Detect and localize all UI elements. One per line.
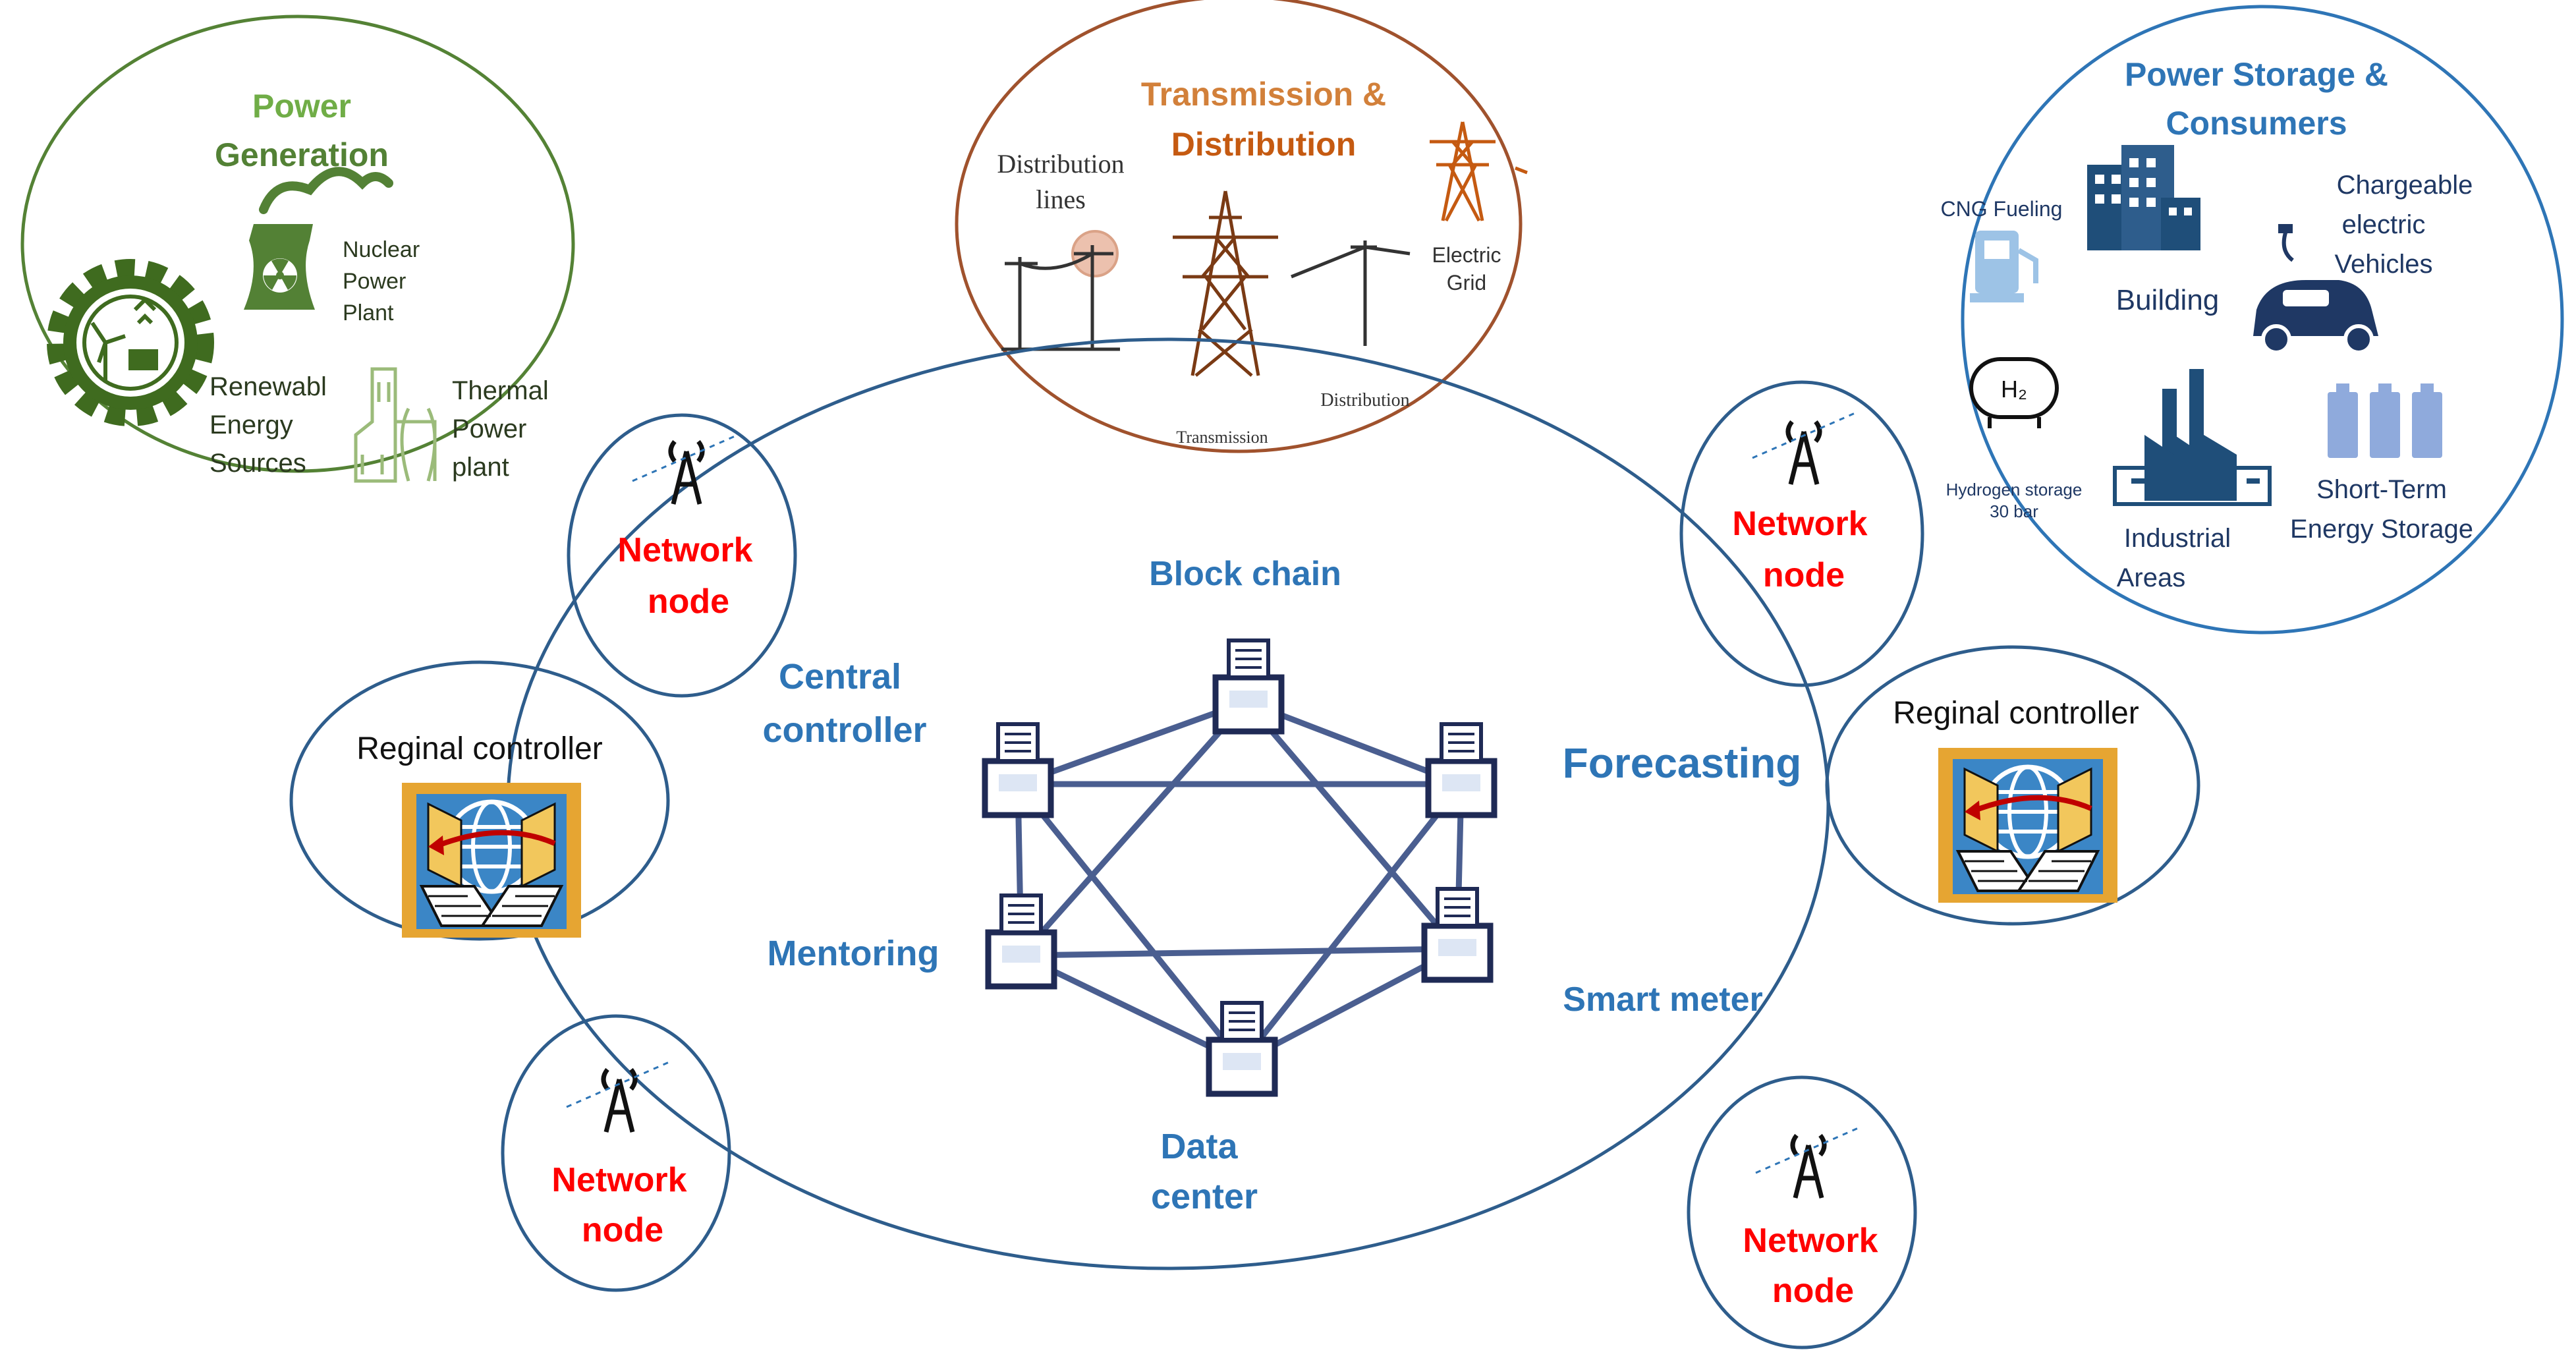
- industrial-label-1: Industrial: [2124, 524, 2231, 553]
- network-node-4: Network node: [1687, 1075, 1917, 1349]
- electric-grid-label-1: Electric: [1432, 243, 1501, 267]
- data-center-label-2: center: [1151, 1177, 1258, 1216]
- smart-meter-label: Smart meter: [1563, 980, 1762, 1019]
- nuclear-plant-icon: [244, 167, 393, 310]
- blockchain-node-upper-left: [982, 722, 1054, 818]
- computer-network-icon: [1938, 748, 2117, 903]
- ev-label-1: Chargeable: [2337, 171, 2473, 200]
- hydrogen-label-2: 30 bar: [1990, 501, 2038, 521]
- thermal-plant-icon: [354, 367, 437, 483]
- network-node-label-2: node: [1772, 1272, 1854, 1310]
- storage-title-2: Consumers: [2166, 105, 2347, 142]
- forecasting-label: Forecasting: [1563, 739, 1802, 787]
- transmission-title-2: Distribution: [1171, 126, 1357, 163]
- blockchain-node-lower-left: [985, 893, 1057, 990]
- network-node-label-1: Network: [551, 1161, 686, 1199]
- nuclear-label-1: Nuclear: [343, 237, 420, 262]
- storage-title: Power Storage &: [2125, 56, 2388, 93]
- network-node-label-2: node: [1763, 556, 1845, 594]
- power-generation-circle: [20, 14, 575, 473]
- antenna-icon: [566, 1060, 673, 1133]
- network-node-circle: [501, 1014, 731, 1292]
- hydrogen-label-1: Hydrogen storage: [1946, 480, 2083, 499]
- blockchain-node-top: [1212, 638, 1285, 735]
- regional-controller-right: Reginal controller: [1825, 645, 2200, 926]
- power-generation-title-2: Generation: [215, 136, 389, 173]
- renewable-label-1: Renewabl: [210, 372, 327, 401]
- transmission-group: Transmission & Distribution Distribution…: [955, 0, 1528, 453]
- data-center-label-1: Data: [1160, 1127, 1238, 1166]
- thermal-label-2: Power: [452, 414, 526, 443]
- antenna-icon: [1752, 411, 1859, 485]
- renewable-label-2: Energy: [210, 411, 293, 439]
- regional-controller-label: Reginal controller: [1893, 696, 2139, 731]
- electric-vehicle-icon: [2253, 224, 2378, 354]
- network-node-label-1: Network: [617, 531, 752, 569]
- electric-grid-label-2: Grid: [1447, 271, 1486, 295]
- power-generation-group: Power Generation Nuclear Power Plant Ren…: [20, 14, 575, 483]
- distribution-small-pole-icon: [1291, 241, 1411, 346]
- cng-label: CNG Fueling: [1941, 197, 2063, 221]
- network-node-label-2: node: [582, 1211, 663, 1249]
- distribution-lines-label-1: Distribution: [997, 149, 1124, 179]
- building-label: Building: [2116, 284, 2220, 316]
- short-term-label-1: Short-Term: [2316, 475, 2447, 504]
- central-controller-label-2: controller: [762, 710, 926, 750]
- storage-group: Power Storage & Consumers CNG Fueling Bu…: [1941, 5, 2564, 635]
- network-node-label-2: node: [648, 582, 729, 621]
- regional-controller-circle: [1825, 645, 2200, 926]
- building-icon: [2087, 145, 2200, 250]
- network-node-circle: [1687, 1075, 1917, 1349]
- industrial-icon: [2113, 369, 2272, 506]
- thermal-label-3: plant: [452, 453, 509, 482]
- transmission-tower-icon: [1173, 190, 1278, 377]
- electric-grid-icon: [1430, 121, 1528, 222]
- network-node-3: Network node: [501, 1014, 731, 1292]
- distribution-lines-label-2: lines: [1036, 184, 1086, 214]
- cng-fueling-icon: [1970, 231, 2038, 302]
- regional-controller-circle: [289, 660, 670, 941]
- network-node-1: Network node: [567, 413, 797, 698]
- ev-label-2: electric: [2342, 210, 2426, 239]
- nuclear-label-3: Plant: [343, 300, 394, 326]
- transmission-circle: [955, 0, 1523, 453]
- renewable-gear-icon: [47, 259, 214, 426]
- regional-controller-label: Reginal controller: [356, 731, 603, 766]
- distribution-pole-icon: [1001, 230, 1120, 351]
- block-chain-label: Block chain: [1149, 555, 1341, 593]
- renewable-label-3: Sources: [210, 449, 306, 478]
- power-generation-title: Power: [252, 88, 351, 125]
- network-node-circle: [567, 413, 797, 698]
- industrial-label-2: Areas: [2117, 563, 2186, 592]
- hydrogen-tank-icon: [1969, 357, 2059, 428]
- short-term-label-2: Energy Storage: [2290, 515, 2473, 544]
- network-node-2: Network node: [1679, 380, 1924, 687]
- storage-circle: [1961, 5, 2564, 635]
- antenna-icon: [1755, 1125, 1862, 1199]
- network-node-label-1: Network: [1732, 505, 1867, 543]
- central-group: Block chain Central controller Forecasti…: [506, 337, 1830, 1270]
- distribution-sub-label: Distribution: [1320, 390, 1409, 411]
- blockchain-node-bottom: [1206, 1001, 1278, 1097]
- mentoring-label: Mentoring: [768, 934, 939, 973]
- network-node-circle: [1679, 380, 1924, 687]
- transmission-title: Transmission &: [1141, 76, 1386, 113]
- antenna-icon: [632, 434, 739, 505]
- regional-controller-left: Reginal controller: [289, 660, 670, 941]
- transmission-sub-label: Transmission: [1176, 428, 1268, 447]
- blockchain-node-upper-right: [1425, 722, 1498, 818]
- network-node-label-1: Network: [1743, 1222, 1878, 1260]
- nuclear-label-2: Power: [343, 269, 406, 294]
- computer-network-icon: [402, 783, 581, 938]
- h2-symbol: H₂: [2001, 376, 2027, 403]
- central-controller-label-1: Central: [779, 657, 901, 696]
- thermal-label-1: Thermal: [452, 376, 549, 405]
- battery-icon: [2328, 383, 2442, 458]
- blockchain-node-lower-right: [1421, 887, 1494, 983]
- ev-label-3: Vehicles: [2335, 250, 2433, 279]
